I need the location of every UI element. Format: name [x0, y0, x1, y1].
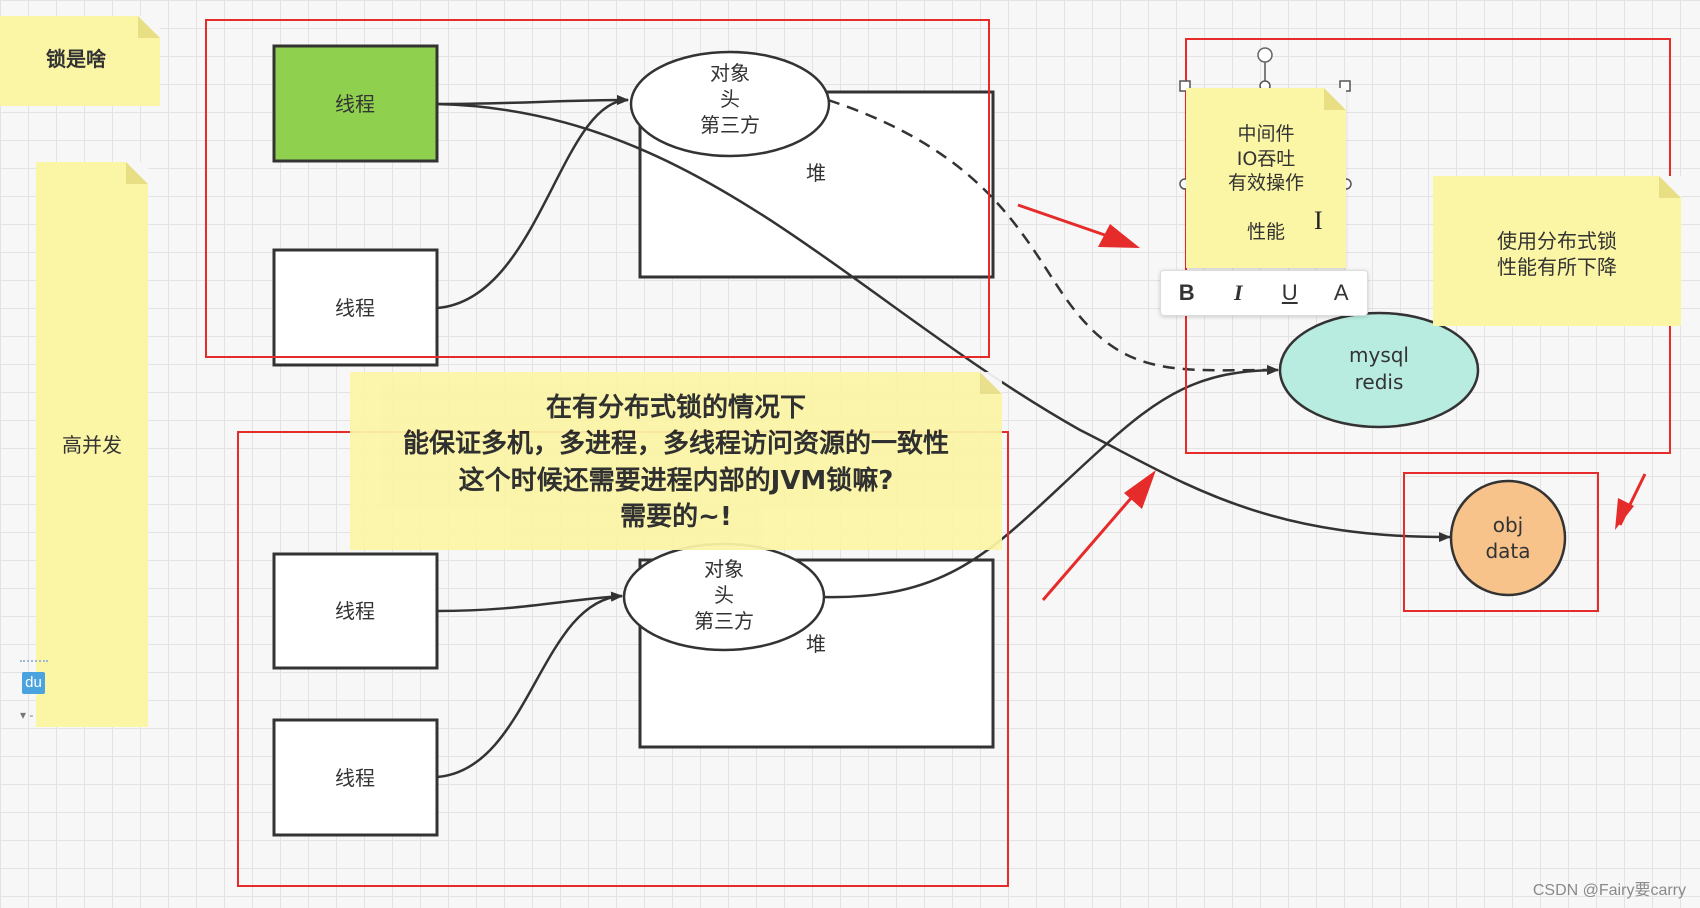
object-header-ellipse-top[interactable]: [629, 50, 831, 158]
bold-button[interactable]: B: [1178, 280, 1195, 305]
connector-thread2-object: [436, 95, 629, 310]
connector-object-db-dashed: [827, 98, 1279, 376]
watermark: CSDN @Fairy要carry: [1532, 882, 1686, 899]
thread-box-4[interactable]: [272, 718, 439, 837]
obj-data-circle[interactable]: [1449, 479, 1567, 597]
sticky-note-middleware[interactable]: 中间件 IO吞吐 有效操作 性能 I: [1186, 88, 1346, 268]
heap-label-top: 堆: [806, 161, 826, 185]
object-header-line-3: 第三方: [700, 113, 760, 137]
middleware-line-1: 中间件: [1237, 123, 1295, 145]
object-header-line-1: 对象: [710, 61, 750, 85]
heap-label-bottom: 堆: [806, 632, 826, 656]
sticky-note-lock[interactable]: 锁是啥: [0, 16, 160, 106]
question-line-2: 能保证多机，多进程，多线程访问资源的一致性: [402, 429, 949, 460]
connector-thread1-objdata: [436, 102, 1451, 543]
thread-label-2: 线程: [335, 296, 375, 320]
middleware-line-2: IO吞吐: [1236, 147, 1296, 170]
thread-label-4: 线程: [335, 766, 375, 790]
db-label-redis: redis: [1355, 370, 1404, 394]
sticky-lock-text: 锁是啥: [46, 47, 106, 71]
collapse-toggle[interactable]: ▾ -: [20, 708, 34, 722]
dotted-divider: [20, 660, 48, 662]
red-frame-top: [205, 19, 990, 358]
italic-button[interactable]: I: [1233, 280, 1243, 305]
sticky-note-perf[interactable]: 使用分布式锁 性能有所下降: [1433, 176, 1681, 326]
sticky-note-concurrency[interactable]: 高并发: [36, 162, 148, 727]
object-header-b-line-2: 头: [714, 583, 734, 607]
data-label: data: [1485, 539, 1530, 563]
underline-button[interactable]: U: [1281, 280, 1298, 305]
connector-object2-db: [823, 365, 1279, 599]
object-header-b-line-1: 对象: [704, 557, 744, 581]
thread-box-3[interactable]: [272, 552, 439, 670]
obj-label: obj: [1493, 513, 1524, 537]
middleware-line-5: 性能: [1246, 221, 1285, 244]
text-cursor-icon: I: [1314, 206, 1323, 235]
connector-thread3-object: [436, 591, 623, 613]
object-header-line-2: 头: [720, 87, 740, 111]
connector-thread4-object: [436, 591, 623, 779]
thread-box-active[interactable]: [272, 44, 439, 163]
red-frame-objdata: [1403, 472, 1599, 612]
rotate-handle[interactable]: [1257, 47, 1273, 63]
red-arrow-2: [1041, 470, 1156, 601]
du-badge-icon[interactable]: du: [22, 672, 45, 694]
thread-label-1: 线程: [335, 92, 375, 116]
perf-line-1: 使用分布式锁: [1497, 229, 1617, 253]
question-line-3: 这个时候还需要进程内部的JVM锁嘛?: [458, 465, 894, 496]
font-color-button[interactable]: A: [1333, 280, 1349, 305]
thread-label-3: 线程: [335, 599, 375, 623]
red-arrow-1: [1017, 203, 1140, 248]
question-line-4: 需要的~!: [620, 502, 732, 533]
object-header-b-line-3: 第三方: [694, 609, 754, 633]
perf-line-2: 性能有所下降: [1497, 255, 1617, 279]
sticky-concurrency-text: 高并发: [62, 433, 122, 457]
db-label-mysql: mysql: [1349, 343, 1409, 367]
sticky-note-question[interactable]: 在有分布式锁的情况下 能保证多机，多进程，多线程访问资源的一致性 这个时候还需要…: [350, 372, 1002, 550]
middleware-line-3: 有效操作: [1227, 172, 1304, 195]
text-format-toolbar: B I U A: [1160, 270, 1368, 316]
red-arrow-3: [1615, 473, 1647, 530]
question-line-1: 在有分布式锁的情况下: [545, 393, 806, 423]
connector-thread1-object: [436, 95, 629, 106]
db-ellipse[interactable]: [1278, 311, 1480, 429]
